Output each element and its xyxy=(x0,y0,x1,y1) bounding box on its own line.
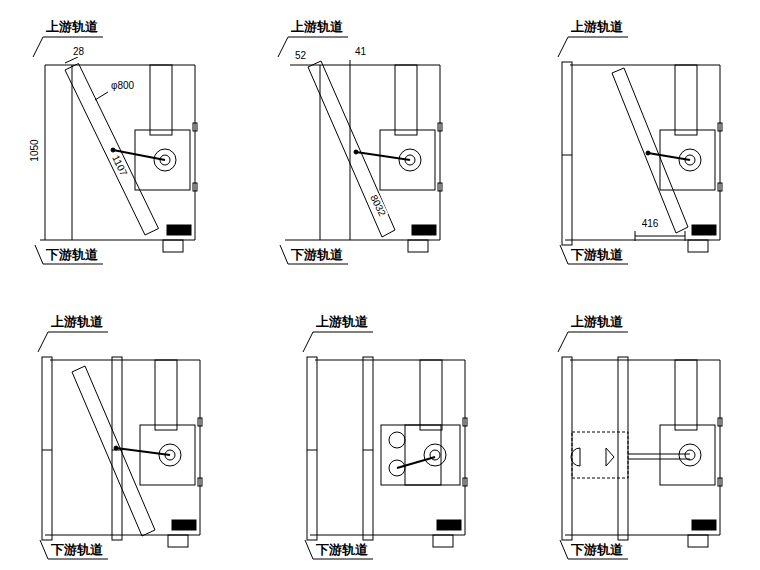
dimension: 1050 xyxy=(29,138,40,162)
dimension: 52 xyxy=(294,50,307,61)
track-callout: 下游轨道 xyxy=(290,248,344,262)
panel-3 xyxy=(558,37,722,264)
dimension: 8032 xyxy=(368,192,389,219)
track-callout: 下游轨道 xyxy=(45,248,99,262)
dimension: 1107 xyxy=(110,152,130,178)
track-callout: 上游轨道 xyxy=(570,20,624,34)
panel-5 xyxy=(303,332,467,559)
panel-6 xyxy=(558,332,722,559)
dimension: 28 xyxy=(72,46,85,57)
track-callout: 上游轨道 xyxy=(50,315,104,329)
track-callout: 下游轨道 xyxy=(570,248,624,262)
dimension: 416 xyxy=(641,218,660,229)
dimension: 41 xyxy=(354,46,367,57)
track-callout: 上游轨道 xyxy=(315,315,369,329)
dimension: φ800 xyxy=(110,80,135,91)
track-callout: 下游轨道 xyxy=(570,543,624,557)
panel-2 xyxy=(278,37,442,264)
track-callout: 上游轨道 xyxy=(570,315,624,329)
track-callout: 上游轨道 xyxy=(45,20,99,34)
track-callout: 下游轨道 xyxy=(315,543,369,557)
track-callout: 上游轨道 xyxy=(290,20,344,34)
track-callout: 下游轨道 xyxy=(50,543,104,557)
panel-1 xyxy=(33,37,197,264)
panel-4 xyxy=(38,332,202,559)
